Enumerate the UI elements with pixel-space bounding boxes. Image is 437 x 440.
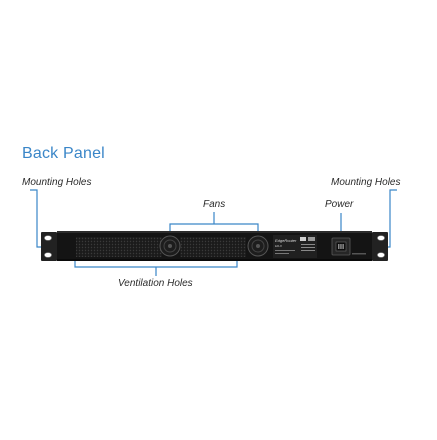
model-text: ER-8: [275, 244, 282, 248]
mounting-left-leader: [30, 189, 41, 248]
fans-label: Fans: [203, 199, 226, 210]
ventilation-holes-label: Ventilation Holes: [118, 278, 193, 289]
mounting-holes-right-label: Mounting Holes: [331, 177, 401, 188]
ventilation-bracket: [74, 260, 238, 268]
fan-icon: [247, 235, 269, 257]
product-label: EdgeRouter ER-8: [273, 235, 317, 258]
mounting-hole-left-bottom: [44, 252, 52, 258]
power-inlet: [331, 237, 366, 256]
rack-ear-left: [41, 232, 57, 261]
brand-text: EdgeRouter: [275, 238, 297, 243]
mounting-hole-right-bottom: [377, 252, 385, 258]
rack-ear-right: [372, 232, 388, 261]
ubiquiti-logo-icon: [300, 237, 306, 241]
cert-mark-icon: [308, 237, 315, 241]
ventilation-grille-middle: [180, 237, 246, 257]
ventilation-grille-left: [76, 237, 162, 257]
mounting-holes-left-label: Mounting Holes: [22, 177, 92, 188]
mounting-hole-right-top: [377, 235, 385, 241]
power-label: Power: [325, 199, 354, 210]
fan-icon: [159, 235, 181, 257]
page-title: Back Panel: [22, 145, 105, 162]
mounting-hole-left-top: [44, 235, 52, 241]
